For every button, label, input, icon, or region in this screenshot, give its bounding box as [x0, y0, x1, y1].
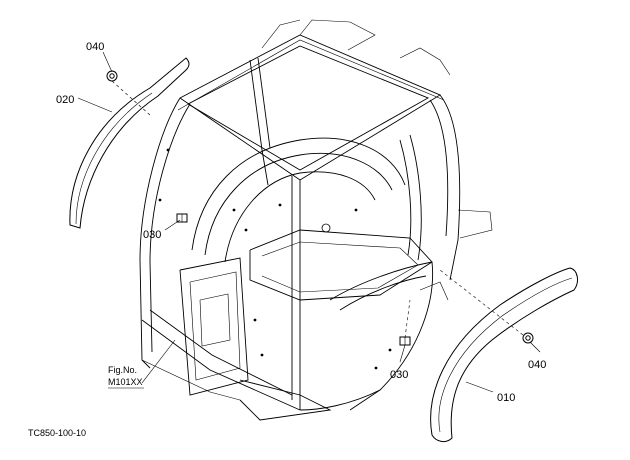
callout-020: 020	[56, 94, 74, 106]
callout-040-top: 040	[86, 41, 104, 53]
part-010-trim-right	[430, 267, 578, 443]
callout-030-bottom: 030	[390, 369, 408, 381]
figure-ref-label: Fig.No.	[108, 365, 137, 375]
leader-lines	[77, 51, 541, 393]
figure-ref-number[interactable]: M101XX	[108, 377, 143, 387]
fastener-030-left	[176, 213, 188, 223]
fastener-030-bottom	[399, 336, 411, 346]
cab-frame	[139, 19, 493, 421]
drawing-code: TC850-100-10	[28, 428, 86, 438]
callout-010: 010	[497, 392, 515, 404]
callout-040-right: 040	[528, 359, 546, 371]
fastener-040-top	[106, 70, 118, 82]
fastener-040-right	[522, 332, 534, 344]
callout-030-left: 030	[143, 229, 161, 241]
part-020-trim-left	[69, 57, 190, 229]
